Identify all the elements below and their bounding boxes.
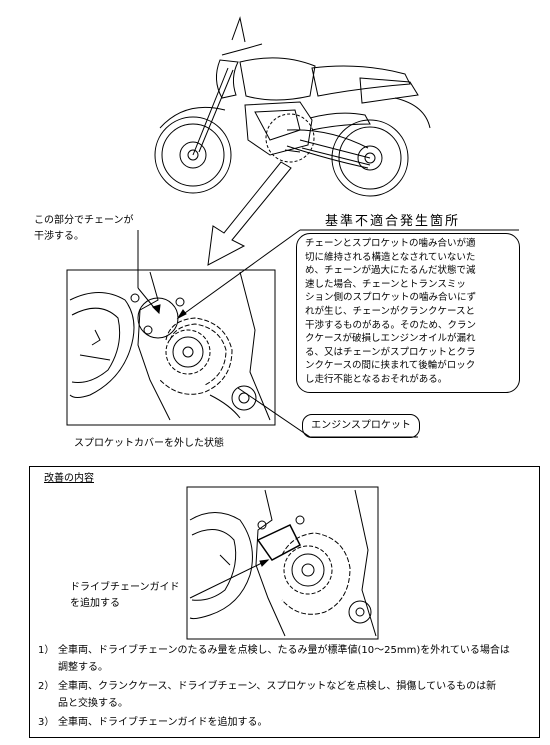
interference-callout-line-1: この部分でチェーンが <box>34 215 134 226</box>
measure-text: 品と交換する。 <box>58 697 128 709</box>
measure-text: 調整する。 <box>58 661 108 673</box>
defect-line: ション側のスプロケットの噛み合いにず <box>305 292 477 304</box>
defect-description-box: チェーンとスプロケットの噛み合いが適 切に維持される構造となされていないた め、… <box>296 233 520 393</box>
measure-number: 2） <box>38 681 55 692</box>
cover-removed-drawing <box>66 269 276 426</box>
interference-callout-line-2: 干渉する。 <box>34 230 84 242</box>
guide-added-drawing <box>186 486 379 640</box>
defect-line: クケースが破損しエンジンオイルが漏れ <box>305 333 476 345</box>
guide-label-line-1: ドライブチェーンガイド <box>70 582 180 593</box>
defect-line: 速した場合、チェーンとトランスミッ <box>305 278 466 290</box>
cover-removed-caption: スプロケットカバーを外した状態 <box>74 438 224 449</box>
engine-sprocket-label: エンジンスプロケット <box>302 414 420 438</box>
defect-line: る、又はチェーンがスプロケットとクラ <box>305 346 476 358</box>
improvement-section <box>29 466 540 738</box>
measure-text: 全車両、ドライブチェーンのたるみ量を点検し、たるみ量が標準値(10～25mm)を… <box>58 645 510 656</box>
measure-number: 1） <box>38 645 55 656</box>
defect-title: 基準不適合発生箇所 <box>325 214 461 229</box>
defect-line: 切に維持される構造となされていないた <box>305 251 476 263</box>
defect-line: チェーンとスプロケットの噛み合いが適 <box>305 238 476 249</box>
improvement-title: 改善の内容 <box>44 473 94 484</box>
defect-line: め、チェーンが過大にたるんだ状態で減 <box>305 265 476 277</box>
measure-number: 3） <box>38 717 55 728</box>
defect-line: し走行不能となるおそれがある。 <box>305 373 448 385</box>
guide-label: ドライブチェーンガイド を追加する <box>70 580 180 611</box>
defect-line: ンクケースの間に挟まれて後輪がロック <box>305 360 476 372</box>
measure-text: 全車両、クランクケース、ドライブチェーン、スプロケットなどを点検し、損傷している… <box>58 681 497 692</box>
interference-callout: この部分でチェーンが 干渉する。 <box>34 213 134 244</box>
measure-text: 全車両、ドライブチェーンガイドを追加する。 <box>58 717 268 728</box>
guide-label-line-2: を追加する <box>70 597 120 609</box>
defect-description-text: チェーンとスプロケットの噛み合いが適 切に維持される構造となされていないた め、… <box>305 237 476 387</box>
defect-line: れが生じ、チェーンがクランクケースと <box>305 305 476 317</box>
defect-line: 干渉するものがある。そのため、クラン <box>305 319 477 331</box>
